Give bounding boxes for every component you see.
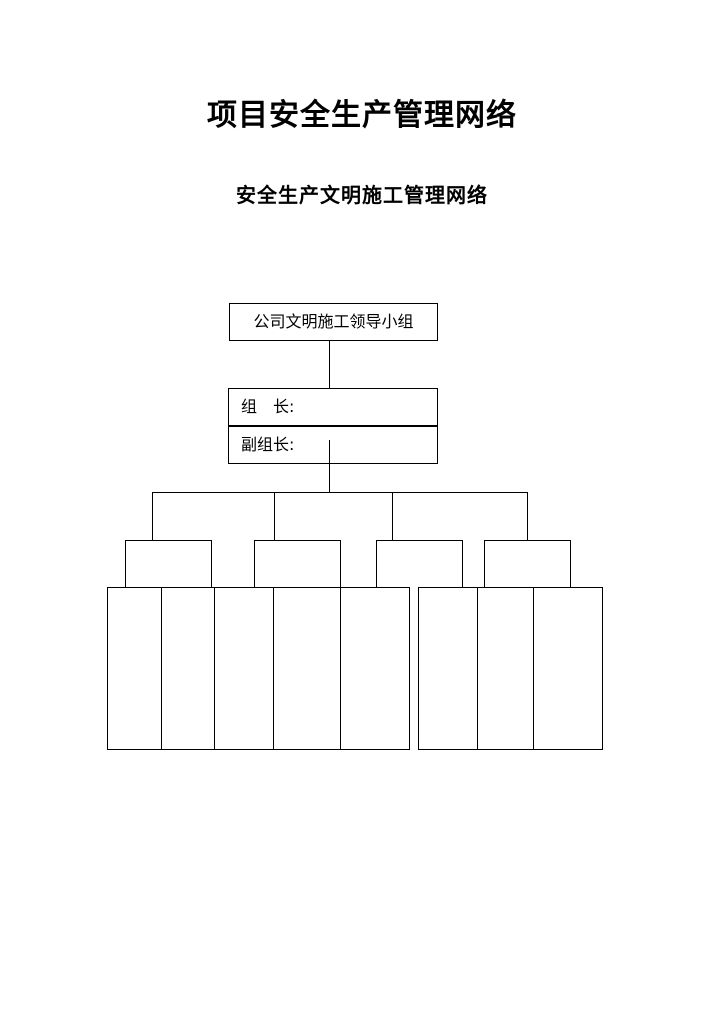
org-node-leader-deputy: 副组长:	[228, 426, 438, 464]
connector-leaf-drop-6	[462, 540, 463, 587]
connector-leaf-drop-7	[484, 540, 485, 587]
org-node-leaf	[273, 587, 343, 750]
org-node-leaf	[533, 587, 603, 750]
connector-branch-drop-4	[527, 492, 528, 540]
connector-leaf-drop-8	[570, 540, 571, 587]
org-node-leaf-label	[274, 588, 342, 749]
connector-branch-drop-1	[152, 492, 153, 540]
connector-leaf-drop-4	[340, 540, 341, 587]
connector-leaf-drop-1	[125, 540, 126, 587]
connector-bus-group-4	[484, 540, 570, 541]
connector-bus-group-2	[254, 540, 340, 541]
connector-bus-group-3	[376, 540, 462, 541]
page-title: 项目安全生产管理网络	[207, 98, 517, 133]
org-node-leader-primary: 组 长:	[228, 388, 438, 426]
org-node-leader-deputy-label: 副组长:	[241, 435, 295, 454]
connector-stem-main	[329, 440, 330, 492]
connector-bus-main	[152, 492, 527, 493]
connector-leaf-drop-3	[254, 540, 255, 587]
page-subtitle: 安全生产文明施工管理网络	[236, 183, 488, 207]
org-node-leaf	[340, 587, 410, 750]
connector-leaf-drop-5	[376, 540, 377, 587]
org-node-root: 公司文明施工领导小组	[229, 303, 438, 341]
connector-root-to-leader	[329, 341, 330, 388]
connector-branch-drop-3	[392, 492, 393, 540]
org-node-leader-primary-label: 组 长:	[241, 397, 295, 416]
connector-branch-drop-2	[274, 492, 275, 540]
org-node-leaf-label	[341, 588, 409, 749]
connector-leaf-drop-2	[211, 540, 212, 587]
connector-bus-group-1	[125, 540, 211, 541]
org-node-root-label: 公司文明施工领导小组	[253, 312, 414, 331]
org-node-leaf	[418, 587, 488, 750]
org-node-leaf-label	[534, 588, 602, 749]
